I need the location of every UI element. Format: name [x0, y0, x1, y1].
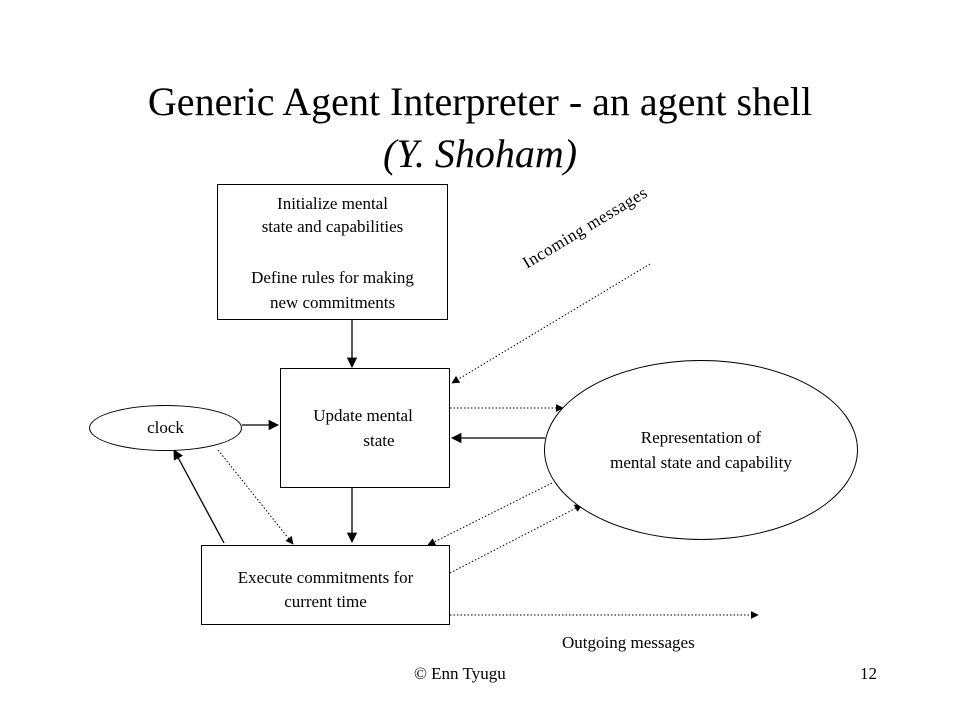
execute-line-1: Execute commitments for [237, 568, 414, 587]
representation-ellipse: Representation of mental state and capab… [544, 360, 858, 540]
initialize-line-4: new commitments [269, 293, 396, 312]
initialize-line-1: Initialize mental [277, 194, 388, 213]
update-line-1: Update mental [313, 406, 413, 425]
arrow-execute-to-representation [449, 504, 583, 574]
clock-ellipse: clock [89, 405, 242, 451]
execute-line-2: current time [284, 592, 367, 611]
initialize-box: Initialize mental state and capabilities… [217, 184, 448, 320]
initialize-line-2: state and capabilities [261, 217, 404, 236]
execute-box: Execute commitments for current time [201, 545, 450, 625]
footer-copyright: © Enn Tyugu [414, 664, 506, 683]
arrow-representation-to-execute [427, 482, 553, 546]
arrow-incoming-to-update [451, 263, 651, 384]
representation-line-2: mental state and capability [610, 453, 792, 472]
footer-page-number: 12 [860, 664, 877, 683]
outgoing-messages-label: Outgoing messages [562, 633, 695, 652]
representation-line-1: Representation of [640, 428, 762, 447]
arrow-clock-to-execute-dotted [217, 449, 294, 545]
clock-label: clock [147, 418, 184, 437]
update-line-2: state [363, 431, 395, 450]
arrow-execute-to-clock [173, 449, 225, 544]
initialize-line-3: Define rules for making [251, 268, 414, 287]
slide-subtitle: (Y. Shoham) [382, 131, 578, 176]
slide-title: Generic Agent Interpreter - an agent she… [147, 79, 813, 124]
update-box: Update mental state [280, 368, 450, 488]
